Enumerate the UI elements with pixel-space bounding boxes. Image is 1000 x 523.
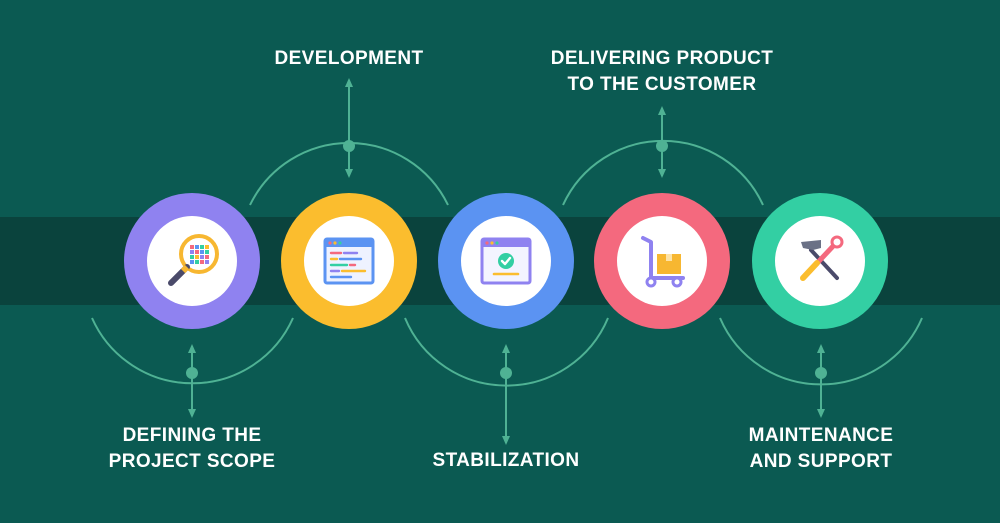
stage-label-line: DEFINING THE	[122, 425, 262, 446]
hand-truck-box-icon	[641, 236, 685, 288]
stage-circle-development	[281, 193, 417, 329]
stage-circle-delivering	[594, 193, 730, 329]
wrench-hammer-icon	[800, 235, 844, 281]
stage-label-line: PROJECT SCOPE	[108, 451, 276, 472]
stage-circle-stabilization	[438, 193, 574, 329]
stage-label-line: DEVELOPMENT	[274, 48, 424, 69]
stage-label-line: STABILIZATION	[432, 450, 580, 471]
stage-label-maintenance: MAINTENANCE AND SUPPORT	[701, 423, 941, 475]
stage-label-defining: DEFINING THE PROJECT SCOPE	[72, 423, 312, 475]
checkmark-window-icon	[480, 237, 532, 285]
stage-circle-defining	[124, 193, 260, 329]
stage-label-development: DEVELOPMENT	[229, 46, 469, 72]
stage-label-stabilization: STABILIZATION	[386, 448, 626, 474]
magnifier-grid-icon	[168, 234, 219, 286]
stage-circle-maintenance	[752, 193, 888, 329]
stage-label-line: DELIVERING PRODUCT	[550, 48, 774, 69]
stage-label-delivering: DELIVERING PRODUCT TO THE CUSTOMER	[522, 46, 802, 98]
stage-label-line: TO THE CUSTOMER	[567, 74, 757, 95]
code-window-icon	[323, 237, 375, 285]
stage-label-line: AND SUPPORT	[749, 451, 893, 472]
stage-label-line: MAINTENANCE	[748, 425, 894, 446]
